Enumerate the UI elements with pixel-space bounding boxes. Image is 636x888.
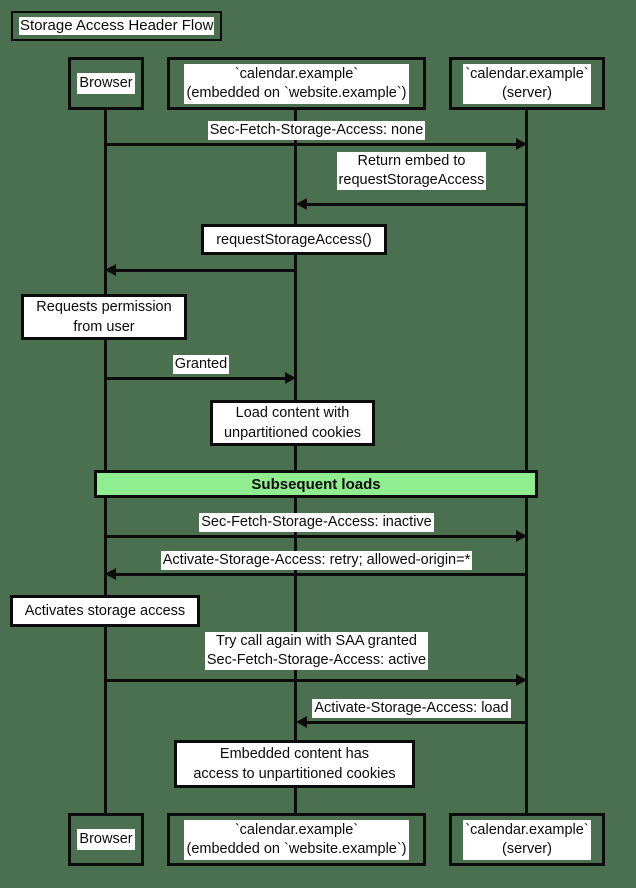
arrow-head-m4 [285,372,296,384]
message-label-m4: Granted [172,355,230,374]
participant-server-top[interactable]: `calendar.example` (server) [449,57,605,110]
message-line-m8 [302,721,526,724]
message-line-m2 [302,203,526,206]
participant-browser-label-bottom: Browser [77,829,135,850]
message-label-wrap-m5: Sec-Fetch-Storage-Access: inactive [106,513,527,532]
arrow-head-m5 [516,530,527,542]
arrow-head-m3 [105,264,116,276]
note-activates-storage-access-label: Activates storage access [22,601,188,621]
message-label-m5: Sec-Fetch-Storage-Access: inactive [199,513,434,532]
participant-embed-bottom[interactable]: `calendar.example` (embedded on `website… [167,813,426,866]
message-line-m7 [106,679,520,682]
participant-embed-label: `calendar.example` (embedded on `website… [184,63,409,104]
arrow-head-m1 [516,138,527,150]
lifeline-server [525,110,528,816]
participant-embed-top[interactable]: `calendar.example` (embedded on `website… [167,57,426,110]
note-load-content-label: Load content with unpartitioned cookies [221,403,364,443]
participant-browser-top[interactable]: Browser [68,57,144,110]
message-label-wrap-m8: Activate-Storage-Access: load [296,699,527,718]
message-label-m6: Activate-Storage-Access: retry; allowed-… [160,551,473,570]
band-subsequent-loads: Subsequent loads [94,470,538,498]
message-label-box-m3: requestStorageAccess() [201,224,387,255]
message-label-m7: Try call again with SAA granted Sec-Fetc… [204,632,429,670]
note-embedded-content-access: Embedded content has access to unpartiti… [174,740,415,788]
message-label-m1: Sec-Fetch-Storage-Access: none [207,121,426,140]
message-label-m3: requestStorageAccess() [214,229,374,250]
note-requests-permission-label: Requests permission from user [34,297,174,337]
message-line-m3 [112,269,297,272]
lifeline-embed [294,110,297,816]
note-activates-storage-access: Activates storage access [10,595,200,627]
diagram-title: Storage Access Header Flow [19,17,215,35]
message-label-wrap-m1: Sec-Fetch-Storage-Access: none [106,121,527,140]
message-label-wrap-m2: Return embed to requestStorageAccess [296,152,527,190]
lifeline-browser [104,110,107,816]
message-label-wrap-m4: Granted [106,355,296,374]
message-label-wrap-m7: Try call again with SAA granted Sec-Fetc… [106,632,527,670]
message-line-m6 [112,573,526,576]
message-label-m2: Return embed to requestStorageAccess [336,152,487,190]
message-label-wrap-m6: Activate-Storage-Access: retry; allowed-… [106,551,527,570]
message-label-m8: Activate-Storage-Access: load [312,699,511,718]
note-embedded-content-access-label: Embedded content has access to unpartiti… [191,744,398,784]
participant-browser-label: Browser [77,73,135,94]
message-line-m5 [106,535,520,538]
arrow-head-m7 [516,674,527,686]
note-requests-permission: Requests permission from user [21,294,187,340]
arrow-head-m8 [296,716,307,728]
note-load-content: Load content with unpartitioned cookies [210,400,375,446]
band-subsequent-loads-label: Subsequent loads [251,475,381,493]
arrow-head-m6 [105,568,116,580]
diagram-title-box: Storage Access Header Flow [11,11,222,41]
participant-server-label-bottom: `calendar.example` (server) [463,819,591,860]
message-line-m1 [106,143,520,146]
participant-embed-label-bottom: `calendar.example` (embedded on `website… [184,819,409,860]
participant-browser-bottom[interactable]: Browser [68,813,144,866]
participant-server-bottom[interactable]: `calendar.example` (server) [449,813,605,866]
message-line-m4 [106,377,292,380]
participant-server-label: `calendar.example` (server) [463,63,591,104]
arrow-head-m2 [296,198,307,210]
